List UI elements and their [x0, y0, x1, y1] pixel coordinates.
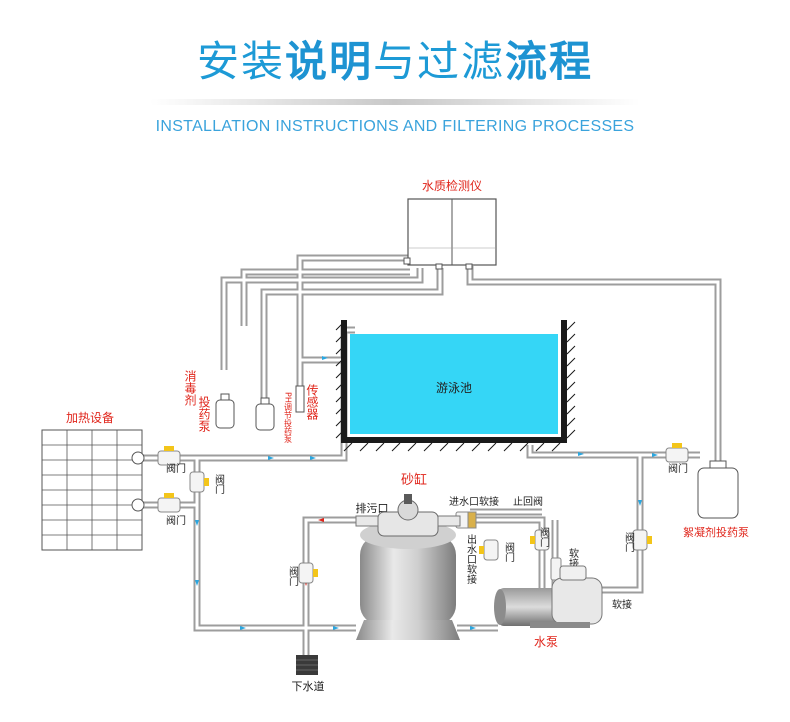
valve-label-outlet: 阀门: [503, 541, 515, 563]
ph-dosing-pump-icon: [255, 397, 275, 431]
outlet-hose-label: 出水口软接: [465, 533, 477, 585]
page-title: 安装说明与过滤流程: [196, 37, 594, 86]
sewer-label: 下水道: [292, 679, 325, 693]
pipe-network: [142, 254, 722, 655]
sensor-icon: [295, 385, 305, 413]
valve-label-bypass: 阀门: [213, 473, 225, 495]
flocculant-dosing-pump-icon: [697, 460, 739, 519]
disinfectant-dosing-pump-icon: [215, 393, 235, 429]
valve-label-inlet: 阀门: [538, 526, 550, 548]
valve-label-heater-bottom: 阀门: [166, 514, 186, 527]
inlet-valve-icon: [530, 529, 550, 551]
inlet-hose-label: 进水口软接: [449, 495, 499, 508]
disinfectant-pump-label-2: 投药泵: [197, 395, 211, 432]
sand-tank-label: 砂缸: [401, 472, 427, 488]
flocculant-pump-label: 絮凝剂投药泵: [683, 525, 749, 539]
valve-label-flocculant: 阀门: [668, 462, 688, 475]
sensor-label: 传感器: [305, 383, 319, 421]
valve-label-return: 阀门: [623, 531, 635, 553]
valve-label-drain: 阀门: [287, 565, 299, 587]
disinfectant-pump-label: 消毒剂: [183, 370, 197, 406]
swimming-pool: [335, 320, 576, 452]
water-quality-monitor-label: 水质检测仪: [422, 178, 482, 193]
sand-filter-tank: [355, 494, 461, 640]
heater: [41, 429, 145, 551]
heater-valve-top-icon: [157, 446, 181, 466]
heater-valve-bottom-icon: [157, 493, 181, 513]
page-subtitle: INSTALLATION INSTRUCTIONS AND FILTERING …: [155, 118, 635, 135]
return-valve-icon: [632, 529, 652, 551]
pump-label: 水泵: [534, 635, 558, 649]
check-valve-label: 止回阀: [513, 495, 543, 508]
valve-label-heater-top: 阀门: [166, 462, 186, 475]
flow-arrows: [195, 356, 658, 630]
water-pump: [494, 565, 603, 628]
heater-label: 加热设备: [66, 411, 114, 425]
bypass-valve-icon: [189, 471, 209, 493]
outlet-valve-icon: [479, 539, 499, 561]
sewer-grate: [296, 655, 318, 675]
swimming-pool-label: 游泳池: [436, 381, 472, 395]
flocculant-valve-icon: [665, 443, 689, 463]
drain-port-label: 排污口: [356, 501, 389, 515]
hose-label-bottom: 软接: [612, 598, 632, 611]
water-quality-monitor: [403, 198, 497, 270]
title-divider: [150, 99, 640, 105]
ph-pump-label: PH调节投药泵: [284, 392, 293, 443]
hose-label-vertical: 软接: [567, 547, 579, 569]
drain-valve-icon: [298, 562, 318, 584]
